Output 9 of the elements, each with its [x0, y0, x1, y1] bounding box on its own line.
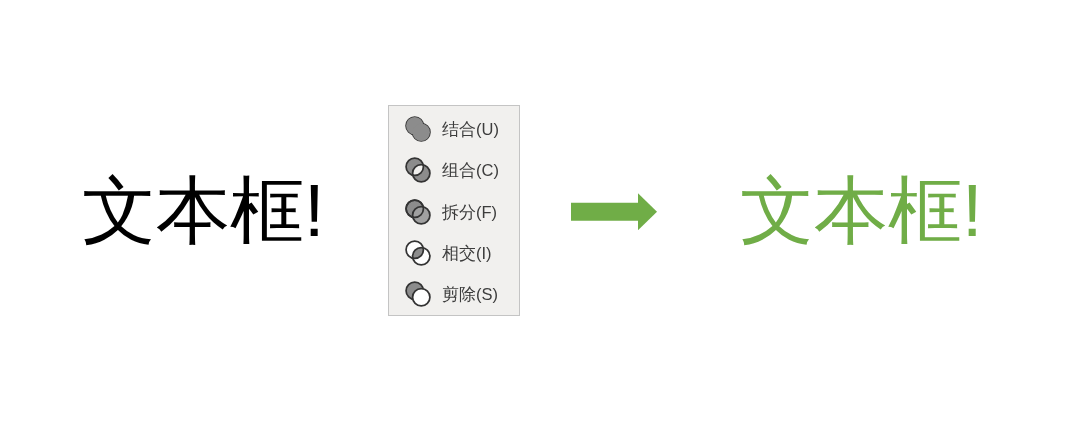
menu-item: 剪除(S) [442, 285, 498, 303]
large-text: 文本框! [82, 174, 325, 248]
menu-item: 拆分(F) [442, 203, 498, 221]
menu-panel [388, 105, 520, 316]
menu-item: 相交(I) [442, 244, 492, 262]
menu-item: 组合(C) [442, 161, 499, 179]
large-text: 文本框! [740, 174, 983, 248]
menu-item: 结合(U) [442, 120, 499, 138]
arrow [571, 193, 657, 231]
